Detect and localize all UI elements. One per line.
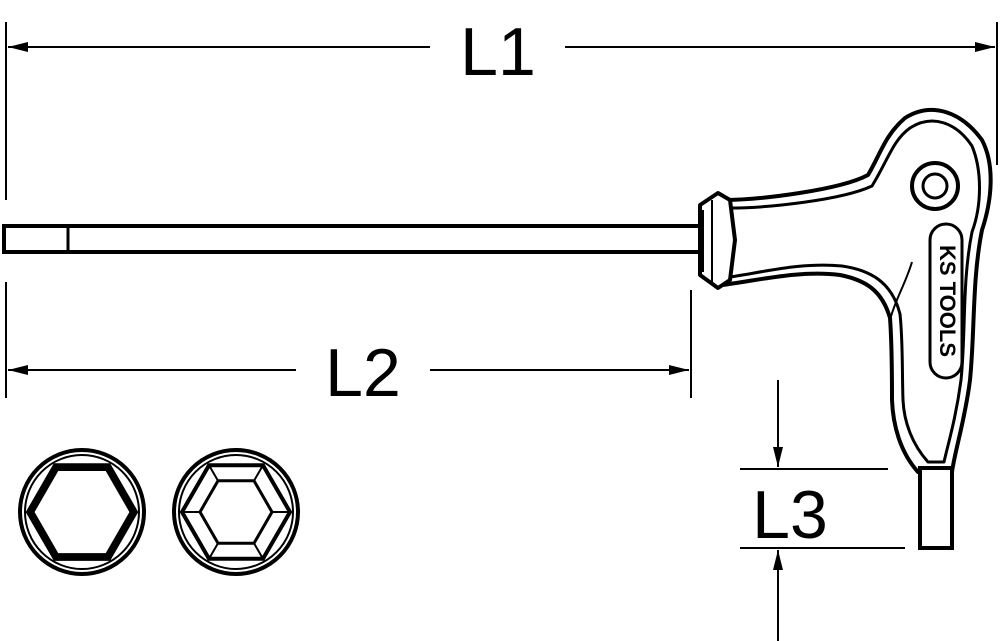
l3-dimension: L3 bbox=[752, 380, 828, 641]
extension-lines bbox=[5, 22, 998, 549]
l2-dimension: L2 bbox=[8, 335, 689, 411]
hex-ball-profile-icon bbox=[172, 448, 300, 576]
brand-logo: KS TOOLS bbox=[928, 222, 964, 380]
short-leg bbox=[918, 466, 954, 550]
collar bbox=[698, 191, 737, 290]
hex-profile-icon bbox=[18, 448, 146, 576]
l1-label: L1 bbox=[460, 14, 536, 90]
brand-logo-text: KS TOOLS bbox=[935, 245, 960, 357]
l3-label: L3 bbox=[752, 477, 828, 553]
l1-dimension: L1 bbox=[8, 14, 995, 90]
l2-label: L2 bbox=[325, 335, 401, 411]
hex-shaft bbox=[2, 224, 706, 254]
hang-hole-icon bbox=[910, 161, 960, 211]
